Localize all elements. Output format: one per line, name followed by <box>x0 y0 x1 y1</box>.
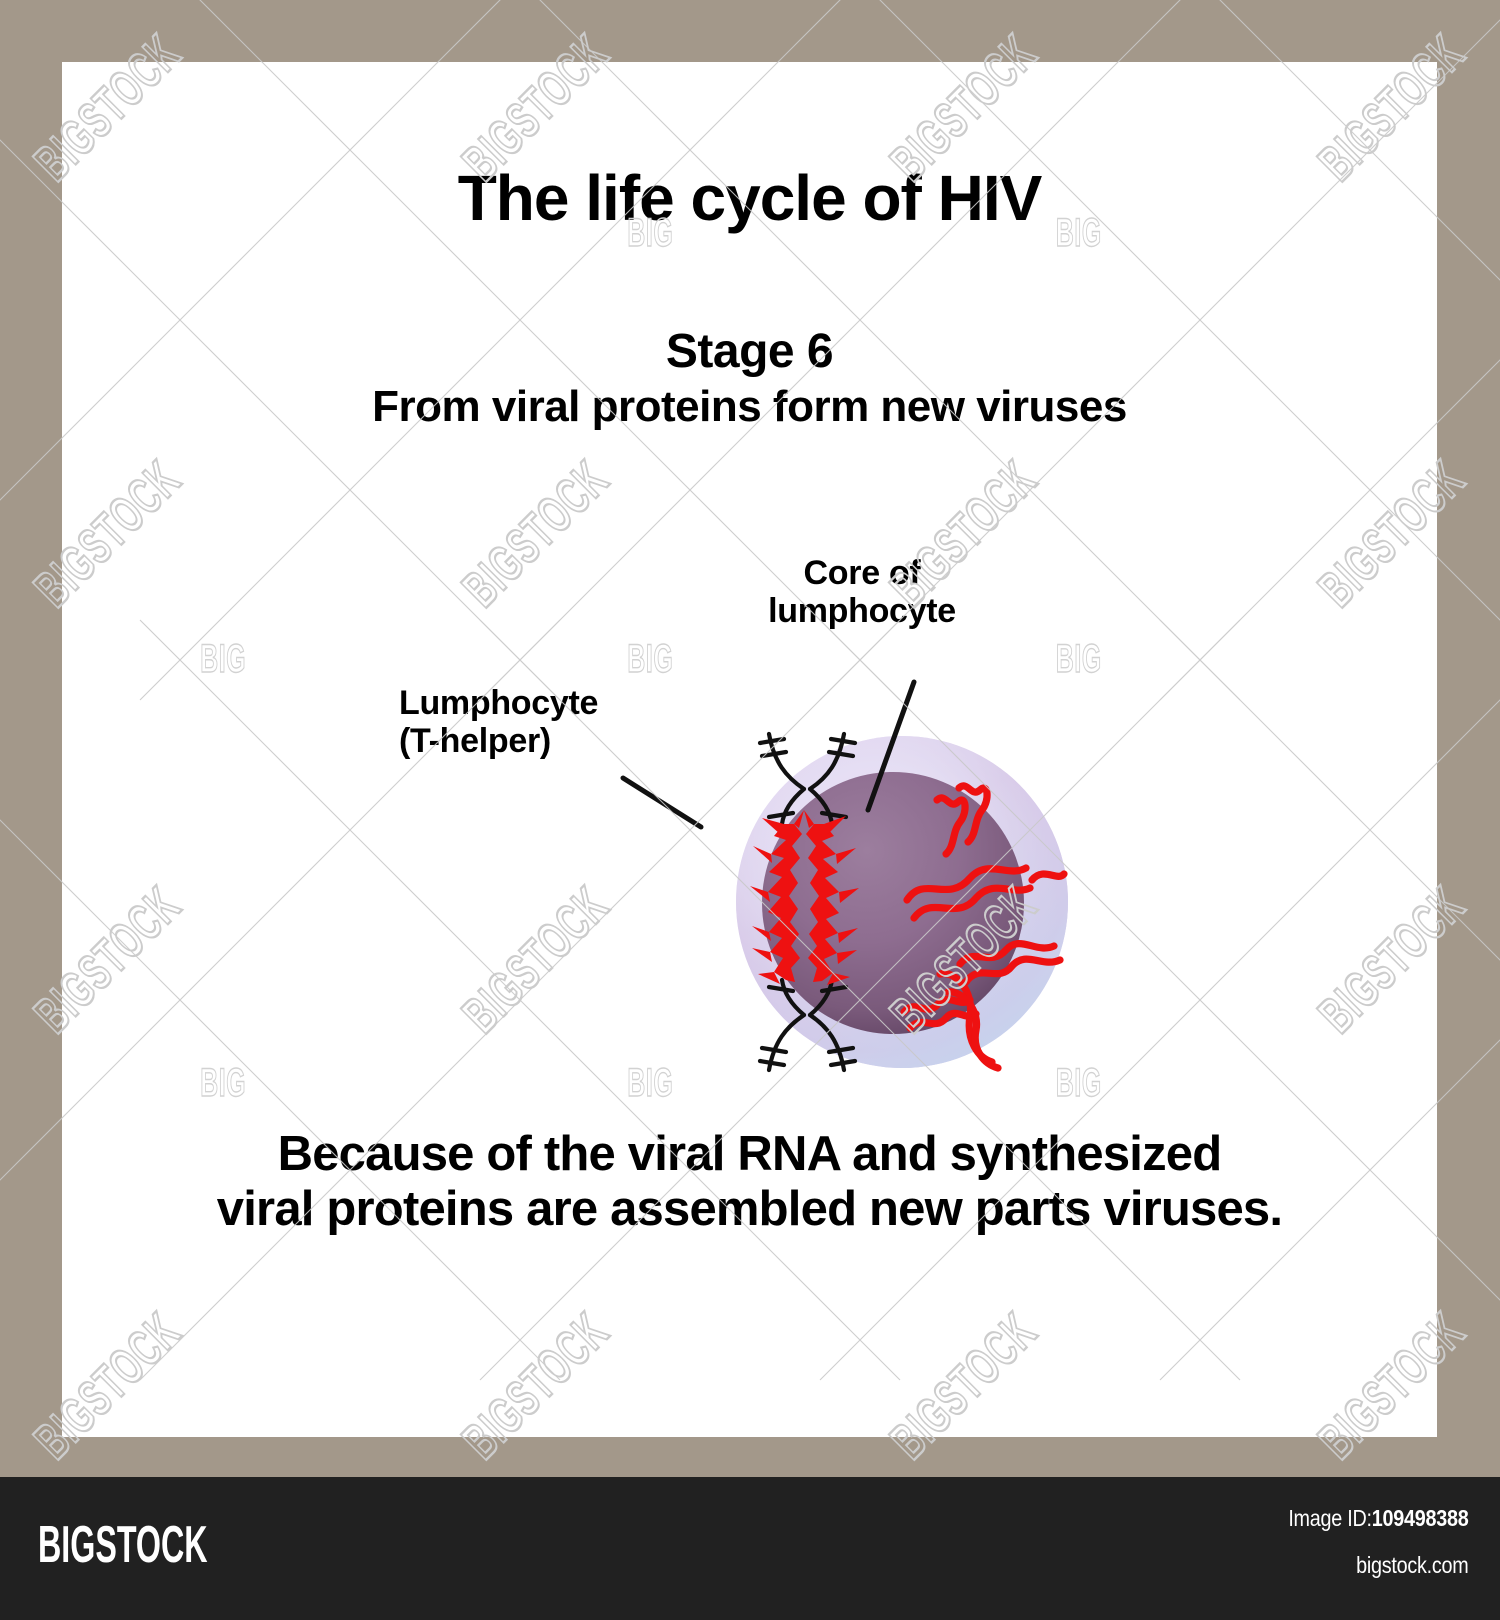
callout-core-of-lymphocyte: Core of lumphocyte <box>712 554 1012 630</box>
viral-rna-strand <box>955 782 991 846</box>
viral-rna-strand <box>1028 870 1068 884</box>
viral-rna-strand <box>903 864 1030 904</box>
bigstock-footer-bar: BIGSTOCK Image ID:109498388 bigstock.com <box>0 1477 1500 1620</box>
viral-rna-strand-group <box>900 782 1068 1072</box>
viral-rna-integrated <box>750 810 859 985</box>
footnote-text: Because of the viral RNA and synthesized… <box>62 1127 1437 1237</box>
footer-meta: Image ID:109498388 bigstock.com <box>1259 1505 1468 1579</box>
leader-line-lymphocyte <box>620 775 704 830</box>
host-dna-strand <box>757 731 858 1073</box>
illustration-canvas: The life cycle of HIV Stage 6 From viral… <box>62 62 1437 1437</box>
viral-rna-strand <box>933 794 969 858</box>
viral-rna-strand <box>936 970 996 1066</box>
callout-lymphocyte-line1: Lumphocyte <box>399 684 599 722</box>
bigstock-logo[interactable]: BIGSTOCK <box>38 1516 208 1574</box>
stage-subheading: From viral proteins form new viruses <box>372 382 1127 431</box>
viral-rna-strand <box>906 1009 980 1032</box>
footnote-line-2: viral proteins are assembled new parts v… <box>216 1181 1283 1236</box>
callout-core-line2: lumphocyte <box>768 592 956 631</box>
lymphocyte-membrane-sheen <box>736 736 1068 1068</box>
lymphocyte-membrane <box>736 736 1068 1068</box>
callout-lymphocyte: Lumphocyte (T-helper) <box>399 684 699 760</box>
stage-heading: Stage 6 <box>665 325 834 378</box>
viral-rna-strand <box>910 884 1034 922</box>
leader-line-core <box>865 679 917 813</box>
lymphocyte-core <box>762 772 1024 1034</box>
viral-rna-strand <box>900 995 974 1016</box>
callout-lymphocyte-line2: (T-helper) <box>399 722 551 761</box>
callout-core-line1: Core of <box>803 554 921 592</box>
image-id-label: Image ID: <box>1287 1505 1372 1531</box>
viral-rna-strand <box>944 988 1002 1072</box>
page-title: The life cycle of HIV <box>457 162 1043 234</box>
footnote-line-1: Because of the viral RNA and synthesized <box>277 1127 1223 1181</box>
image-id-text: Image ID:109498388 <box>1288 1505 1468 1532</box>
viral-rna-strand <box>956 940 1058 968</box>
bigstock-site-link[interactable]: bigstock.com <box>1355 1552 1469 1578</box>
image-id-value: 109498388 <box>1371 1505 1468 1531</box>
viral-rna-strand <box>962 955 1064 986</box>
